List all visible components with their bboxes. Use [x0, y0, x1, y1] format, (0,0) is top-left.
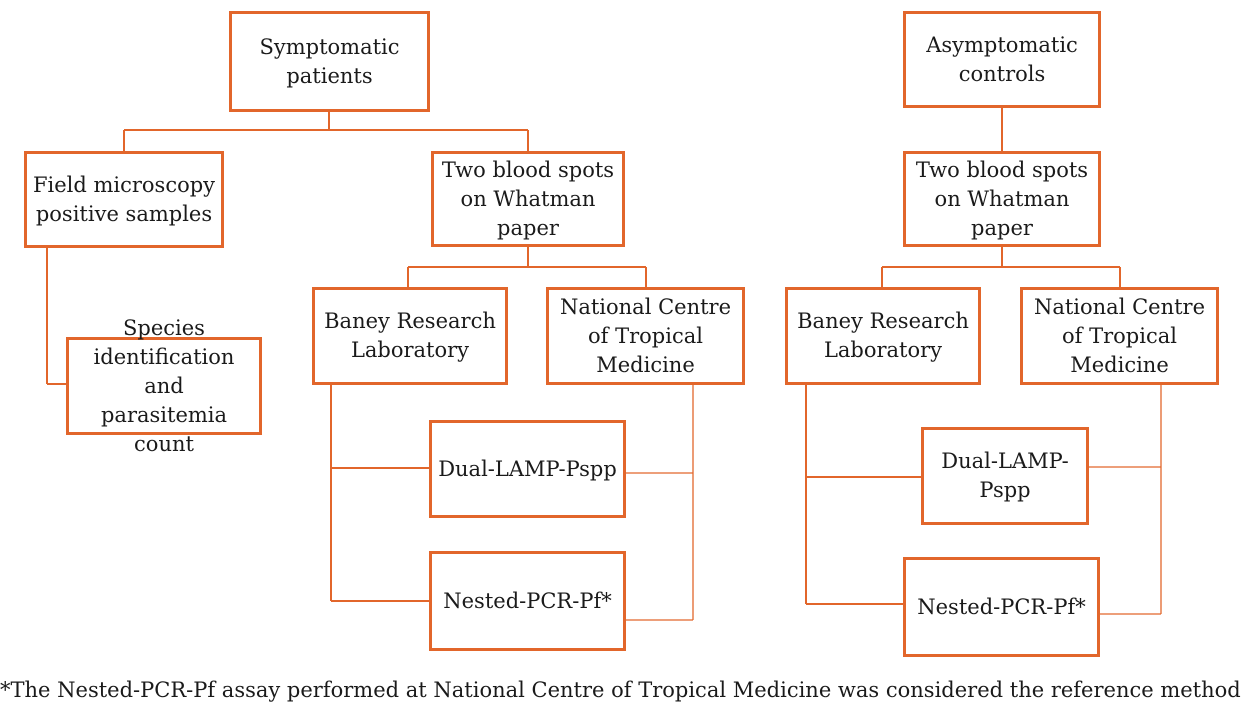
symptomatic-patients-box: Symptomatic patients	[229, 11, 430, 112]
dual-lamp-box-left: Dual-LAMP-Pspp	[429, 420, 626, 518]
footnote-text: *The Nested-PCR-Pf assay performed at Na…	[0, 678, 1241, 702]
field-microscopy-box: Field microscopy positive samples	[24, 151, 224, 248]
baney-lab-box-right: Baney Research Laboratory	[785, 287, 981, 385]
asymptomatic-controls-box: Asymptomatic controls	[903, 11, 1101, 108]
blood-spots-box-right: Two blood spots on Whatman paper	[903, 151, 1101, 247]
nctm-box-left: National Centre of Tropical Medicine	[546, 287, 745, 385]
dual-lamp-box-right: Dual-LAMP-Pspp	[921, 427, 1089, 525]
nested-pcr-box-left: Nested-PCR-Pf*	[429, 551, 626, 651]
footnote: *The Nested-PCR-Pf assay performed at Na…	[0, 676, 1249, 704]
nested-pcr-box-right: Nested-PCR-Pf*	[903, 557, 1100, 657]
species-identification-box: Species identification and parasitemia c…	[66, 316, 262, 456]
nctm-box-right: National Centre of Tropical Medicine	[1020, 287, 1219, 385]
baney-lab-box-left: Baney Research Laboratory	[312, 287, 508, 385]
blood-spots-box-left: Two blood spots on Whatman paper	[431, 151, 625, 247]
